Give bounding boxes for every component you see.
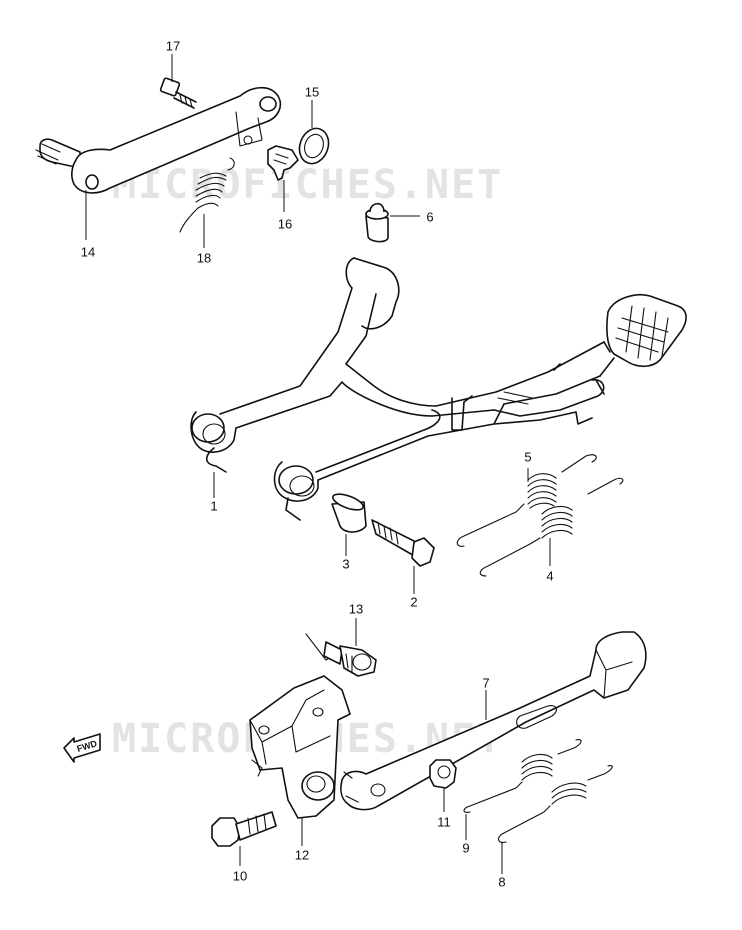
leader-lines	[85, 54, 551, 874]
part-18-spring	[179, 157, 235, 233]
callout-17: 17	[165, 38, 181, 54]
part-8-spring	[497, 765, 613, 843]
part-4-spring	[479, 477, 624, 577]
callout-16: 16	[277, 216, 293, 232]
watermark-top: MICROFICHES.NET	[112, 162, 503, 208]
callout-15: 15	[304, 84, 320, 100]
fwd-direction-badge: FWD	[63, 733, 101, 763]
callout-3: 3	[342, 556, 350, 572]
part-7-side-stand	[340, 631, 647, 811]
callout-5: 5	[524, 449, 532, 465]
part-10-bolt	[211, 811, 277, 847]
callout-13: 13	[348, 601, 364, 617]
part-6-stopper	[365, 202, 389, 243]
part-12-bracket	[249, 675, 351, 819]
callout-12: 12	[294, 847, 310, 863]
callout-8: 8	[498, 874, 506, 890]
part-9-spring	[463, 739, 582, 813]
callout-11: 11	[437, 814, 451, 830]
callout-4: 4	[546, 568, 554, 584]
part-3-collar	[331, 493, 367, 533]
callout-2: 2	[410, 594, 418, 610]
part-14-shift-lever	[35, 86, 282, 194]
part-13-bolt	[305, 633, 377, 677]
part-17-bolt	[159, 77, 197, 109]
callout-7: 7	[482, 675, 490, 691]
part-16-clip	[267, 145, 299, 181]
callout-14: 14	[80, 244, 96, 260]
part-11-nut	[429, 759, 457, 789]
part-1-main-stand	[190, 257, 687, 521]
callout-10: 10	[232, 868, 248, 884]
callout-1: 1	[210, 498, 218, 514]
callout-9: 9	[462, 840, 470, 856]
part-2-bolt	[371, 519, 435, 567]
part-5-spring	[456, 454, 597, 547]
callout-18: 18	[196, 250, 212, 266]
callout-6: 6	[426, 209, 434, 225]
part-15-washer	[298, 127, 330, 165]
